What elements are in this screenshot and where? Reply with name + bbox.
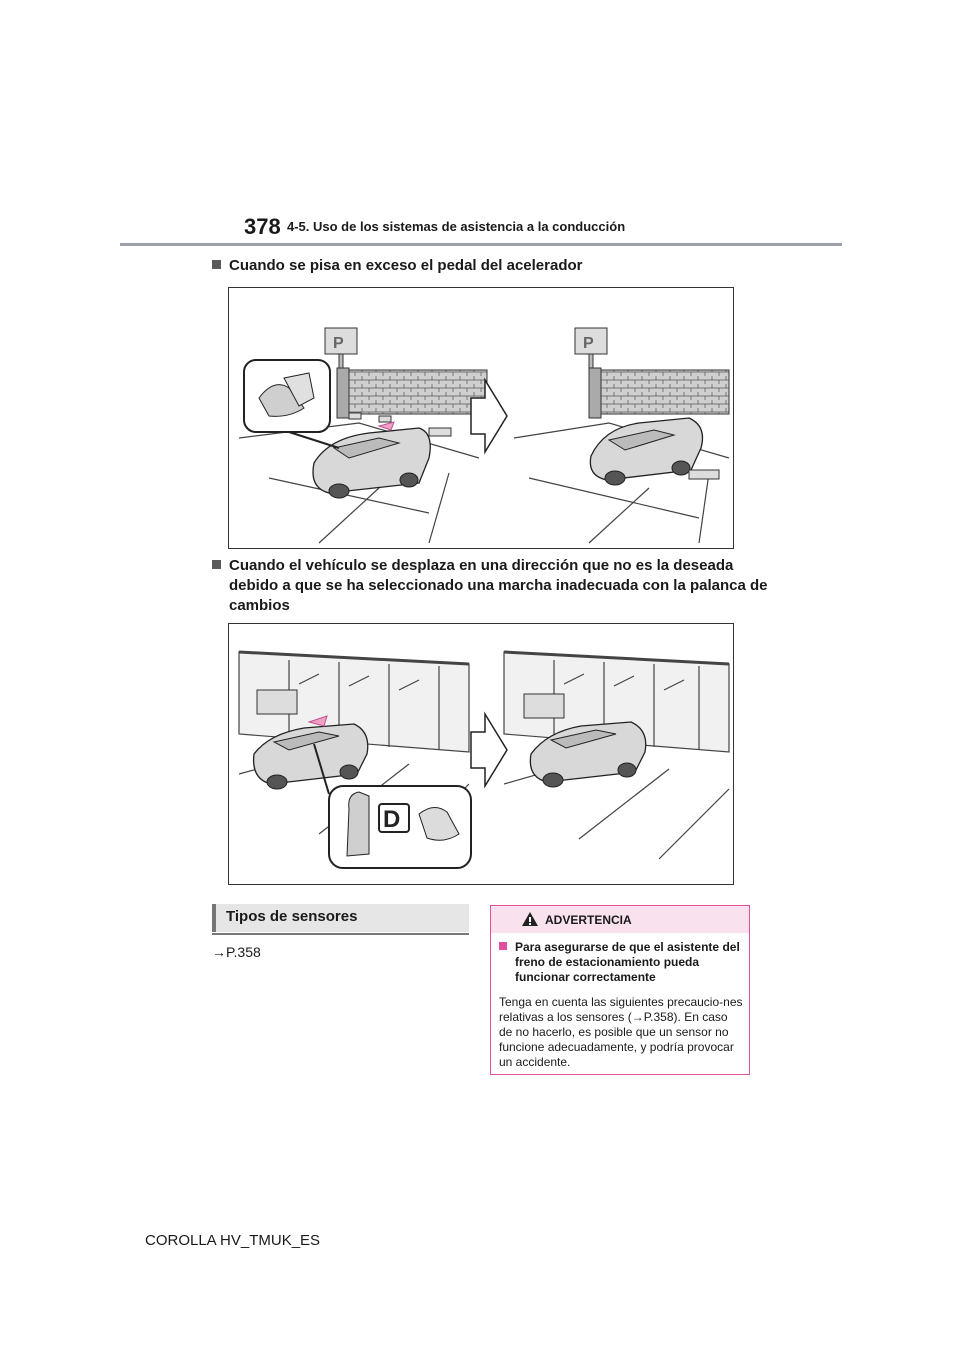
heading-wrong-gear-text: Cuando el vehículo se desplaza en una di…: [229, 557, 768, 614]
car-illustration-right: [589, 417, 704, 486]
sensor-types-heading: Tipos de sensores: [212, 904, 469, 932]
heading-accelerator-text: Cuando se pisa en exceso el pedal del ac…: [229, 257, 583, 274]
transition-arrow-icon: [470, 711, 508, 789]
pedal-callout: [243, 359, 340, 449]
illustration-accelerator: P: [228, 287, 734, 549]
illustration-wrong-gear: D: [228, 623, 734, 885]
warning-subheading-text: Para asegurarse de que el asistente del …: [515, 940, 740, 984]
section-title: 4-5. Uso de los sistemas de asistencia a…: [287, 219, 626, 234]
gear-lever-callout: D: [313, 743, 472, 869]
square-bullet-icon: [212, 560, 221, 569]
sensor-types-divider: [212, 933, 469, 935]
warning-body: Tenga en cuenta las siguientes precaucio…: [499, 995, 743, 1069]
car-illustration-left: [252, 715, 369, 790]
square-bullet-icon: [212, 260, 221, 269]
heading-accelerator: Cuando se pisa en exceso el pedal del ac…: [212, 256, 582, 276]
sensor-types-reference: →P.358: [212, 944, 261, 960]
warning-title: ADVERTENCIA: [545, 913, 632, 927]
warning-triangle-icon: [522, 912, 538, 926]
warning-box: ADVERTENCIA Para asegurarse de que el as…: [490, 905, 750, 1075]
page-number: 378: [244, 214, 281, 239]
gear-letter: D: [383, 806, 400, 833]
warning-subheading: Para asegurarse de que el asistente del …: [499, 940, 757, 985]
svg-text:P: P: [583, 335, 594, 352]
parking-sign-icon: P: [324, 327, 358, 377]
brick-wall: [336, 367, 488, 419]
car-illustration-right: [529, 721, 647, 788]
transition-arrow-icon: [470, 377, 508, 455]
header-divider: [120, 243, 842, 246]
square-bullet-icon: [499, 942, 507, 950]
car-illustration-left: [312, 421, 431, 499]
warning-header: ADVERTENCIA: [491, 906, 749, 933]
heading-wrong-gear: Cuando el vehículo se desplaza en una di…: [212, 556, 769, 616]
sensor-types-title: Tipos de sensores: [226, 908, 358, 925]
footer-model: COROLLA HV_TMUK_ES: [145, 1232, 321, 1249]
svg-text:P: P: [333, 335, 344, 352]
